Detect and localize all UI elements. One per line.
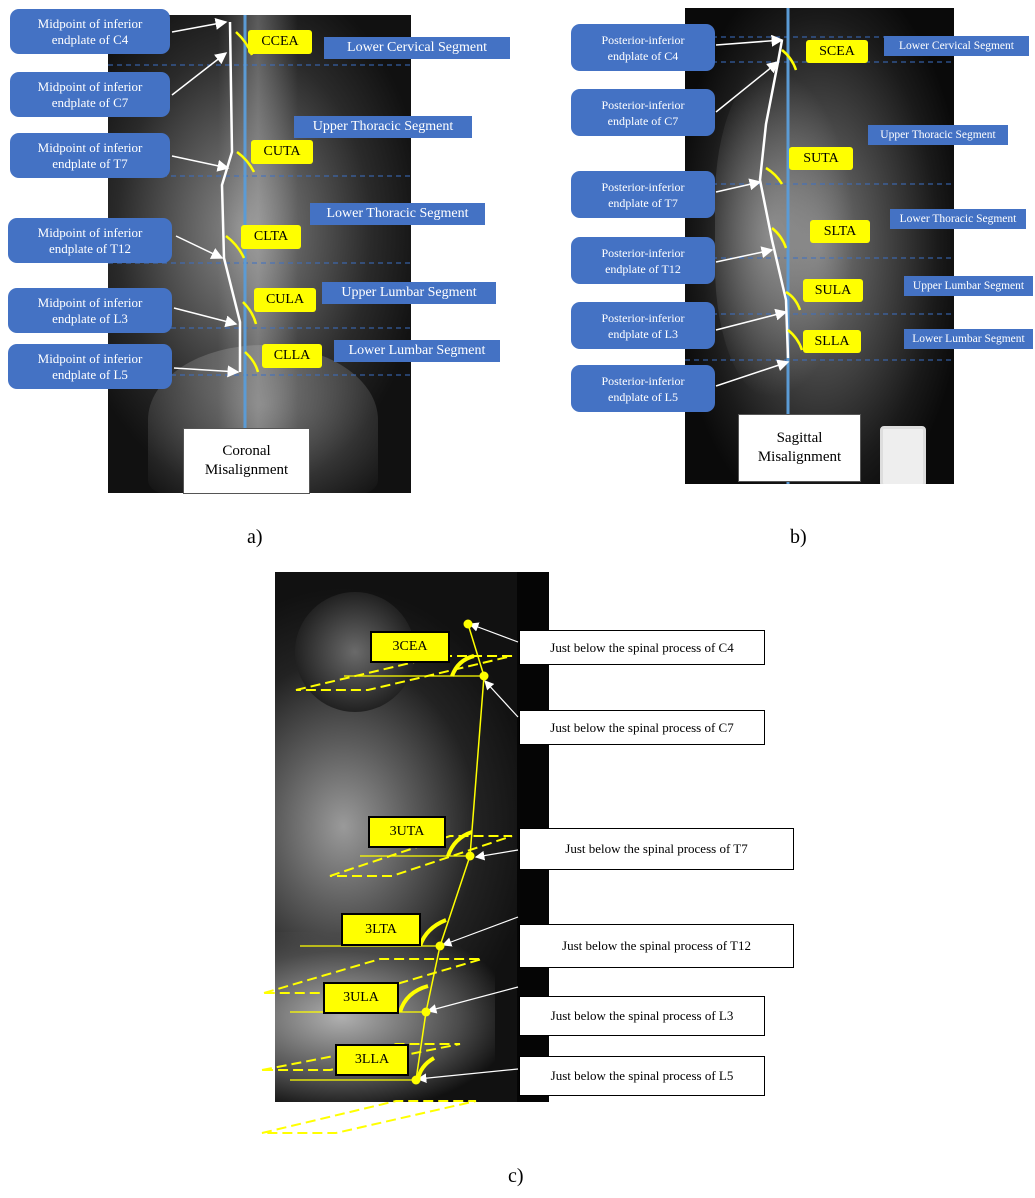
angle-label-3ula: 3ULA (323, 982, 399, 1014)
sagittal-callout-c4: Posterior-inferior endplate of C4 (571, 24, 715, 71)
angle-label-cula: CULA (254, 288, 316, 312)
coronal-callout-c4: Midpoint of inferior endplate of C4 (10, 9, 170, 54)
angle-label-ccea: CCEA (248, 30, 312, 54)
sagittal-arrows (716, 40, 788, 386)
angle-label-3uta: 3UTA (368, 816, 446, 848)
3d-overlay (0, 560, 1035, 1198)
angle-label-slta: SLTA (810, 220, 870, 243)
coronal-callout-t7: Midpoint of inferior endplate of T7 (10, 133, 170, 178)
sagittal-callout-l5: Posterior-inferior endplate of L5 (571, 365, 715, 412)
angle-label-clta: CLTA (241, 225, 301, 249)
angle-label-clla: CLLA (262, 344, 322, 368)
angle-label-3lta: 3LTA (341, 913, 421, 946)
panel-b-label: b) (790, 526, 807, 549)
sagittal-segment-lower-cervical: Lower Cervical Segment (884, 36, 1029, 56)
sagittal-callout-l3: Posterior-inferior endplate of L3 (571, 302, 715, 349)
sagittal-level-lines (685, 37, 954, 360)
sagittal-title: Sagittal Misalignment (738, 414, 861, 482)
angle-label-cuta: CUTA (251, 140, 313, 164)
angle-label-suta: SUTA (789, 147, 853, 170)
landmark-box-c4: Just below the spinal process of C4 (519, 630, 765, 665)
angle-label-3cea: 3CEA (370, 631, 450, 663)
angle-label-scea: SCEA (806, 40, 868, 63)
coronal-callout-t12: Midpoint of inferior endplate of T12 (8, 218, 172, 263)
panel-c-3d: 3CEA 3UTA 3LTA 3ULA 3LLA Just below the … (0, 560, 1035, 1198)
coronal-callout-c7: Midpoint of inferior endplate of C7 (10, 72, 170, 117)
coronal-title: Coronal Misalignment (183, 428, 310, 494)
panel-c-label: c) (508, 1165, 524, 1188)
sagittal-callout-c7: Posterior-inferior endplate of C7 (571, 89, 715, 136)
sagittal-segment-upper-lumbar: Upper Lumbar Segment (904, 276, 1033, 296)
3d-horizontal-lines (290, 676, 484, 1080)
sagittal-callout-t7: Posterior-inferior endplate of T7 (571, 171, 715, 218)
coronal-spine-line (222, 22, 240, 372)
landmark-box-l5: Just below the spinal process of L5 (519, 1056, 765, 1096)
sagittal-segment-lower-lumbar: Lower Lumbar Segment (904, 329, 1033, 349)
coronal-callout-l3: Midpoint of inferior endplate of L3 (8, 288, 172, 333)
sagittal-spine-line (760, 40, 788, 358)
angle-label-slla: SLLA (803, 330, 861, 353)
panel-a-label: a) (247, 526, 263, 549)
panel-b-sagittal: Posterior-inferior endplate of C4 Poster… (520, 0, 1035, 500)
sagittal-segment-upper-thoracic: Upper Thoracic Segment (868, 125, 1008, 145)
coronal-callout-l5: Midpoint of inferior endplate of L5 (8, 344, 172, 389)
3d-arrows (418, 624, 518, 1079)
segment-lower-thoracic: Lower Thoracic Segment (310, 203, 485, 225)
landmark-box-c7: Just below the spinal process of C7 (519, 710, 765, 745)
segment-lower-lumbar: Lower Lumbar Segment (334, 340, 500, 362)
angle-label-sula: SULA (803, 279, 863, 302)
sagittal-callout-t12: Posterior-inferior endplate of T12 (571, 237, 715, 284)
segment-lower-cervical: Lower Cervical Segment (324, 37, 510, 59)
landmark-box-t12: Just below the spinal process of T12 (519, 924, 794, 968)
panel-a-coronal: Midpoint of inferior endplate of C4 Midp… (0, 0, 520, 500)
landmark-box-l3: Just below the spinal process of L3 (519, 996, 765, 1036)
angle-label-3lla: 3LLA (335, 1044, 409, 1076)
segment-upper-thoracic: Upper Thoracic Segment (294, 116, 472, 138)
landmark-box-t7: Just below the spinal process of T7 (519, 828, 794, 870)
coronal-arrows (172, 22, 238, 372)
sagittal-segment-lower-thoracic: Lower Thoracic Segment (890, 209, 1026, 229)
segment-upper-lumbar: Upper Lumbar Segment (322, 282, 496, 304)
3d-angle-arcs (400, 656, 474, 1080)
